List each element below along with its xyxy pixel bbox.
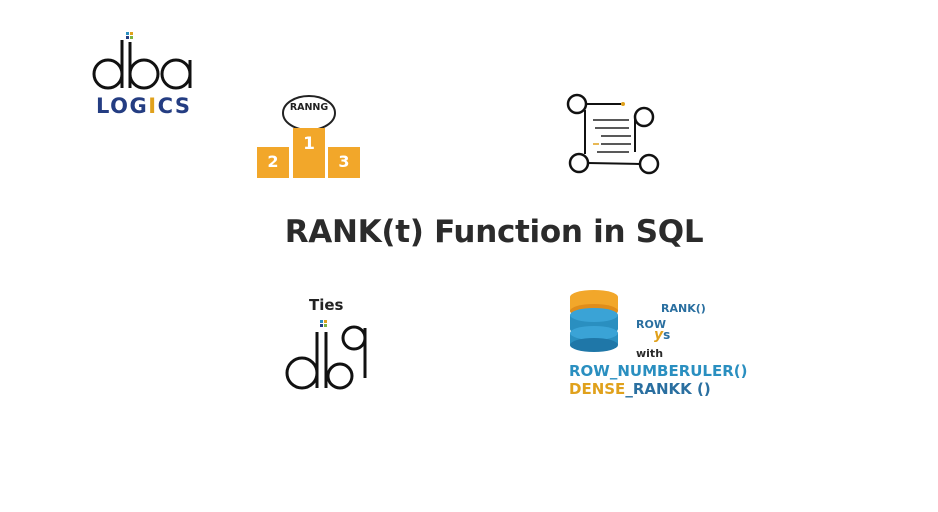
compare-rank-label: RANK() <box>661 302 706 315</box>
compare-vs-label: ys <box>654 327 671 343</box>
dba-mark-icon <box>92 32 192 90</box>
compare-with-label: with <box>636 347 664 360</box>
ranking-podium-icon: RANNG 1 2 3 <box>255 92 363 178</box>
compare-row-number-label: ROW_NUMBERULER() <box>569 362 748 380</box>
schema-flow-icon <box>563 92 665 180</box>
logo-wordmark: LOGICS <box>96 94 192 118</box>
ties-dba-icon <box>282 318 374 394</box>
page-title: RANK(t) Function in SQL <box>284 214 704 250</box>
ties-label: Ties <box>309 296 344 314</box>
podium-first: 1 <box>303 134 315 154</box>
podium-label: RANNG <box>289 102 329 113</box>
podium-third: 3 <box>338 152 350 171</box>
dba-logics-logo: LOGICS <box>88 30 198 122</box>
database-stack-icon <box>567 289 621 353</box>
compare-dense-rank-label: DENSE_RANKK () <box>569 380 711 398</box>
compare-row-label: ROW <box>636 318 666 331</box>
podium-second: 2 <box>267 152 279 171</box>
